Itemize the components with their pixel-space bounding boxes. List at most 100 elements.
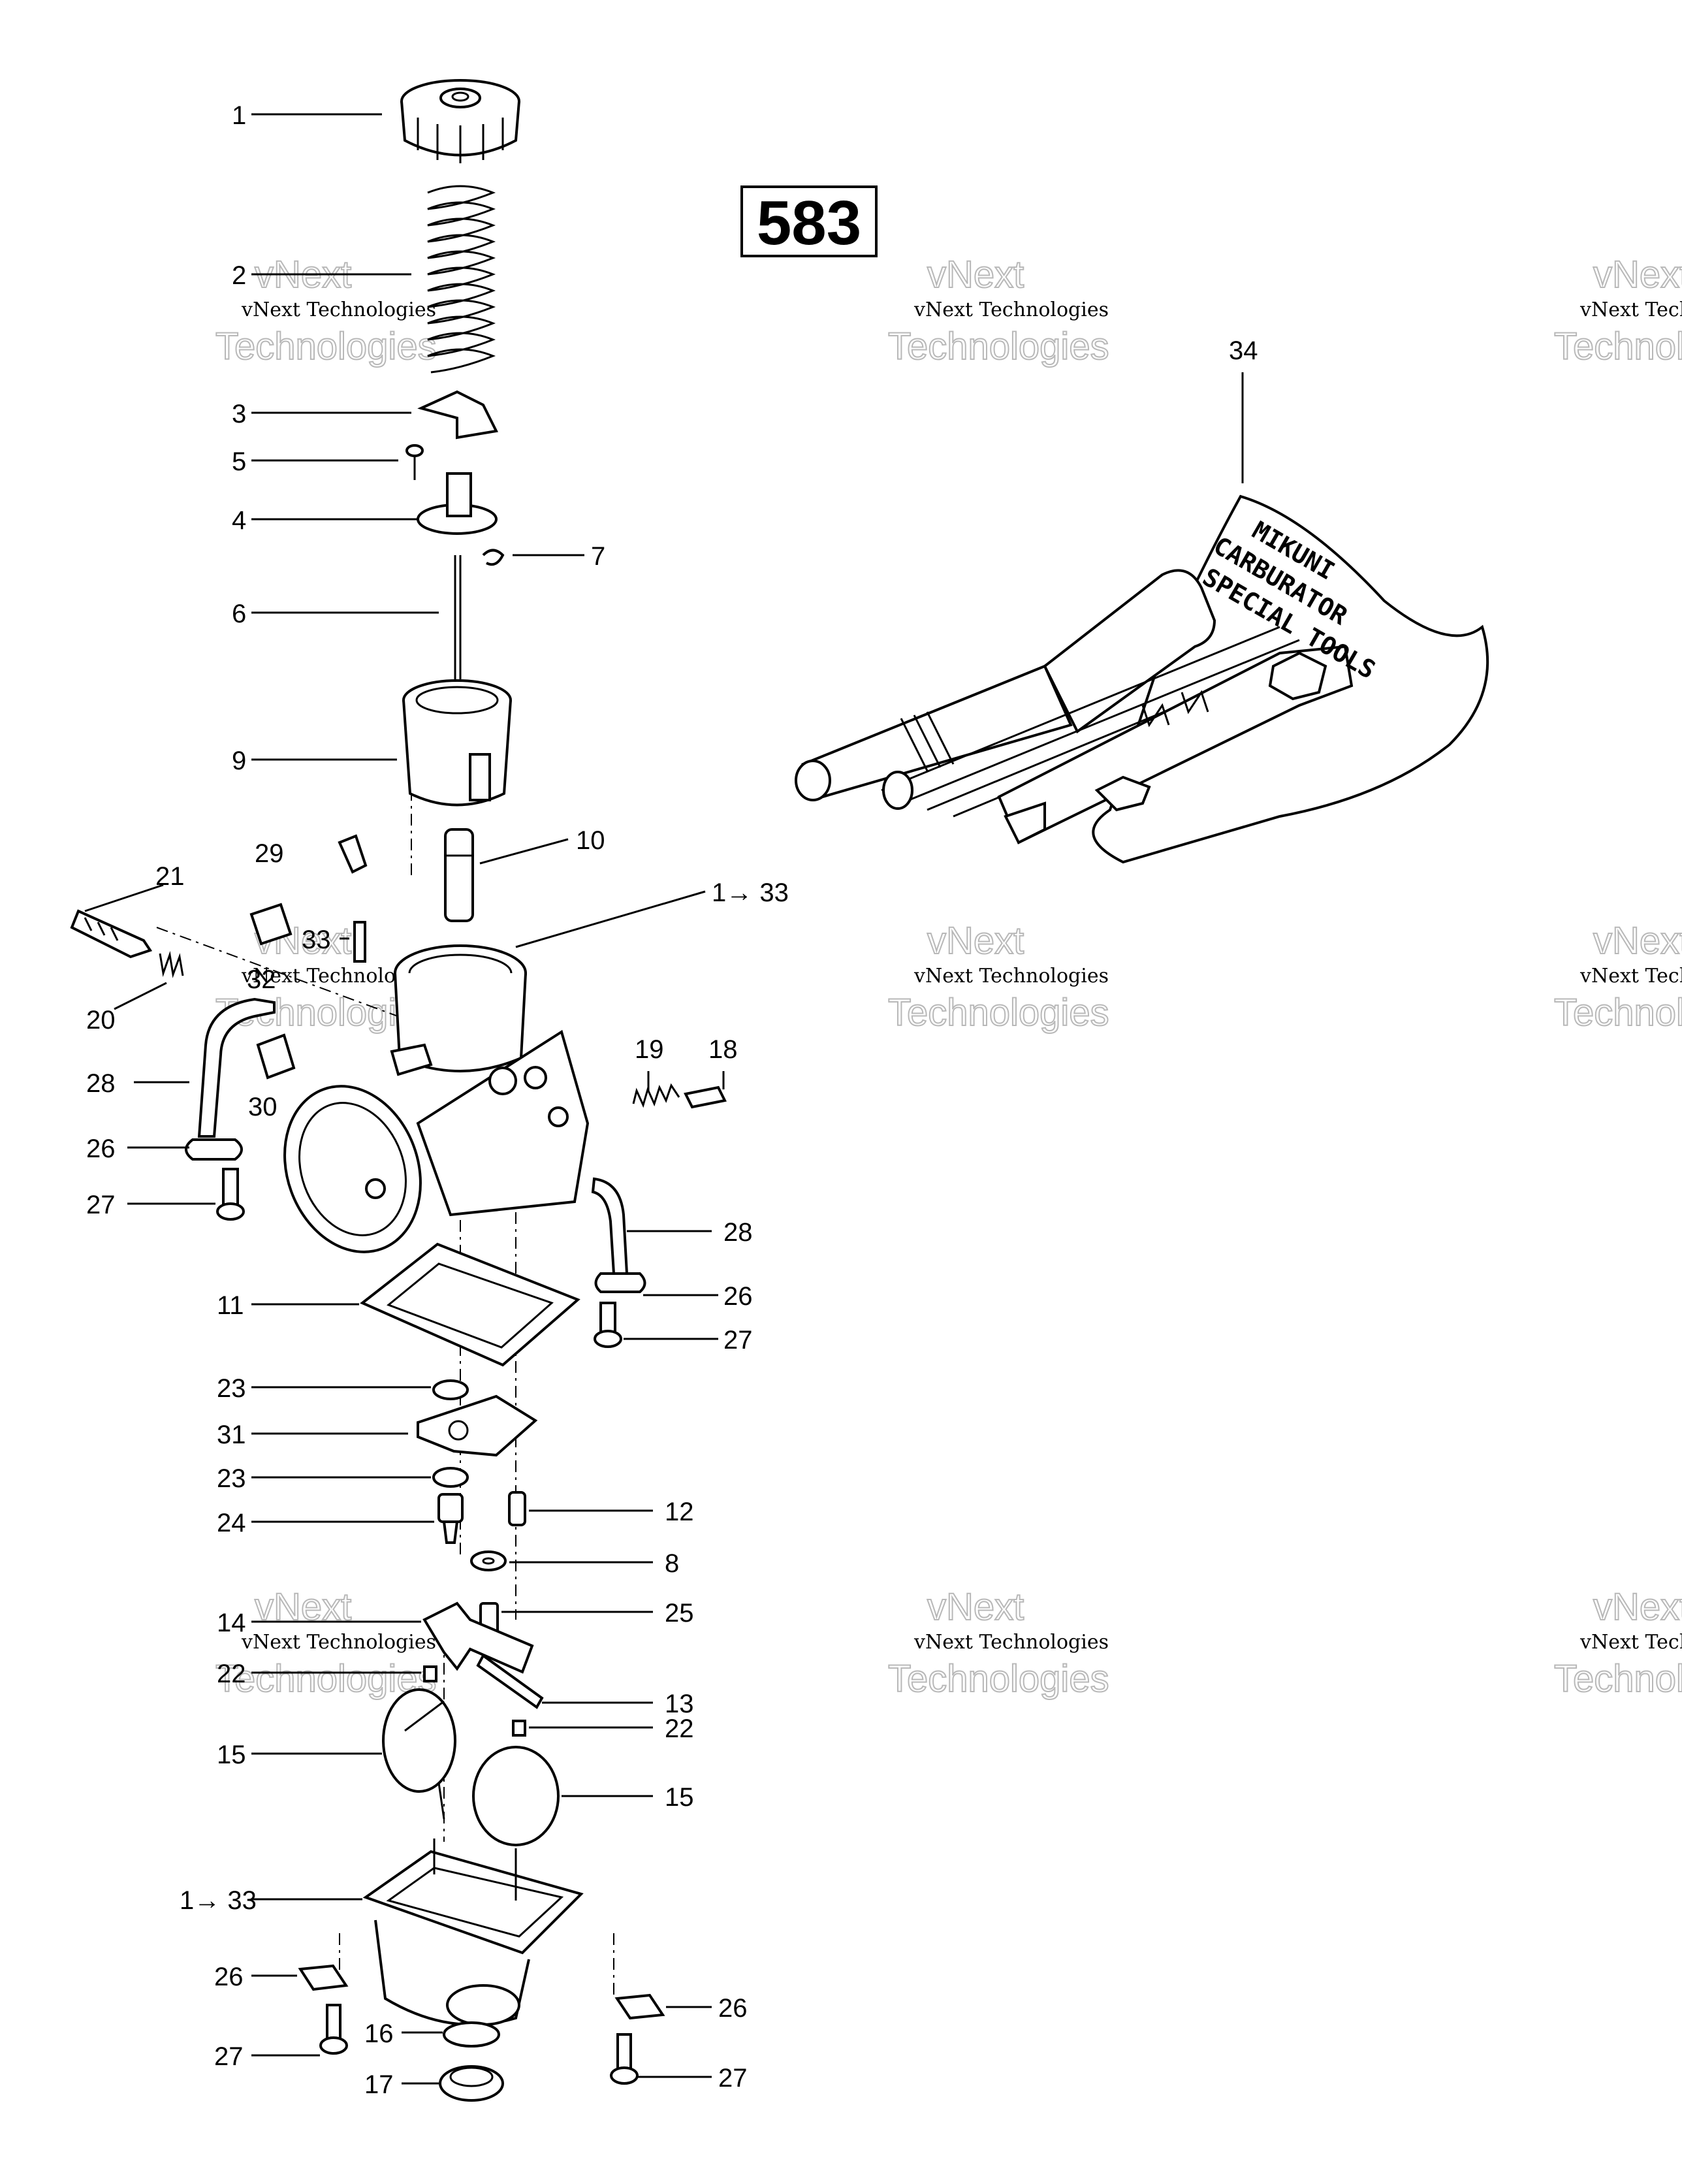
callout-8: 8 xyxy=(665,1549,679,1578)
watermark-line2: vNext Technologies xyxy=(913,298,1109,321)
mounting-screw xyxy=(319,2004,348,2055)
callout-17: 17 xyxy=(364,2070,394,2099)
tool-hex-key xyxy=(1094,775,1151,812)
callout-7: 7 xyxy=(591,542,605,571)
float-pin xyxy=(423,1665,437,1682)
needle-jet xyxy=(444,828,474,922)
callout-15-right: 15 xyxy=(665,1783,694,1812)
hose-clamp xyxy=(594,1272,646,1293)
callout-28-left: 28 xyxy=(86,1069,116,1098)
washer xyxy=(470,1550,507,1571)
callout-24: 24 xyxy=(217,1509,246,1537)
drain-plug xyxy=(439,2065,504,2102)
callout-21: 21 xyxy=(155,862,185,891)
callout-6: 6 xyxy=(232,600,246,628)
tool-screwdriver xyxy=(795,569,1216,801)
callout-31: 31 xyxy=(217,1421,246,1449)
callout-19: 19 xyxy=(635,1035,664,1064)
callout-23-b: 23 xyxy=(217,1464,246,1493)
mounting-screw xyxy=(594,1302,622,1348)
callout-32: 32 xyxy=(247,965,276,994)
callout-3: 3 xyxy=(232,400,246,428)
o-ring xyxy=(432,1379,469,1400)
needle-retainer xyxy=(417,472,498,535)
callout-9: 9 xyxy=(232,747,246,775)
needle-valve-seat xyxy=(437,1493,464,1544)
watermark-group: vNext vNext Technologies Technologies vN… xyxy=(215,253,1682,1701)
watermark-line2: vNext Technologies xyxy=(913,1631,1109,1654)
watermark-line3: Technologies xyxy=(215,325,437,368)
watermark-line1: vNext xyxy=(1593,1586,1682,1628)
watermark: vNext vNext Technologies Technologies xyxy=(887,919,1110,1035)
watermark-line3: Technologies xyxy=(1554,1658,1682,1700)
float-pin xyxy=(512,1720,526,1737)
callout-labels: 1 2 3 5 4 7 6 9 29 10 21 1→ 33 33 32 20 … xyxy=(86,101,1258,2099)
callout-11: 11 xyxy=(217,1291,244,1320)
callout-16: 16 xyxy=(364,2019,394,2048)
callout-28-right: 28 xyxy=(723,1218,753,1247)
callout-1-33-bottom: 1→ 33 xyxy=(180,1886,257,1915)
callout-26-bottom-left: 26 xyxy=(214,1963,244,1991)
callout-33: 33 xyxy=(302,925,331,954)
watermark-line3: Technologies xyxy=(215,1658,437,1700)
callout-12: 12 xyxy=(665,1498,694,1526)
callout-27-left: 27 xyxy=(86,1191,116,1219)
callout-27-bottom-right: 27 xyxy=(718,2064,748,2093)
callout-27-bottom-left: 27 xyxy=(214,2042,244,2071)
float-bowl xyxy=(362,1839,584,2026)
watermark-line3: Technologies xyxy=(1554,325,1682,368)
carburetor-body xyxy=(283,944,590,1253)
diagram-number: 583 xyxy=(757,188,861,258)
watermark-line3: Technologies xyxy=(1554,991,1682,1034)
mounting-screw xyxy=(216,1168,245,1221)
watermark: vNext vNext Technologies Technologies xyxy=(887,1585,1110,1701)
pilot-air-screw xyxy=(338,834,368,874)
watermark-line1: vNext xyxy=(1593,920,1682,962)
callout-20: 20 xyxy=(86,1006,116,1035)
throttle-spring xyxy=(427,185,496,374)
callout-10: 10 xyxy=(576,826,605,855)
watermark: vNext vNext Technologies Technologies xyxy=(887,253,1110,368)
float xyxy=(472,1746,560,1846)
idle-adjust-screw xyxy=(70,909,153,959)
hose-clamp xyxy=(185,1138,243,1161)
callout-1: 1 xyxy=(232,101,246,130)
pilot-jet xyxy=(508,1491,526,1526)
diagram-number-badge: 583 xyxy=(740,185,878,258)
float-arm-bracket xyxy=(417,1394,538,1457)
callout-25: 25 xyxy=(665,1599,694,1628)
watermark-line3: Technologies xyxy=(888,1658,1109,1700)
watermark-line2: vNext Technologies xyxy=(1579,298,1682,321)
callout-30: 30 xyxy=(248,1093,278,1121)
callout-15-left: 15 xyxy=(217,1741,246,1769)
special-tools-kit: MIKUNI CARBURATOR SPECIAL TOOLS xyxy=(795,494,1489,864)
callout-26-left: 26 xyxy=(86,1134,116,1163)
screw-33 xyxy=(353,921,366,963)
callout-29: 29 xyxy=(255,839,284,868)
watermark-line1: vNext xyxy=(1593,253,1682,296)
callout-18: 18 xyxy=(708,1035,738,1064)
callout-14: 14 xyxy=(217,1609,246,1637)
callout-22-left: 22 xyxy=(217,1660,246,1688)
needle-clip-plate xyxy=(417,390,498,440)
plug-o-ring xyxy=(443,2021,500,2048)
watermark-line1: vNext xyxy=(927,1586,1024,1628)
float-arm-pin xyxy=(476,1654,544,1709)
parts xyxy=(70,79,727,2102)
rubber-cap xyxy=(249,903,293,946)
watermark-line2: vNext Technologies xyxy=(241,298,436,321)
watermark-line2: vNext Technologies xyxy=(1579,1631,1682,1654)
o-ring xyxy=(432,1467,469,1488)
watermark-line2: vNext Technologies xyxy=(241,1631,436,1654)
e-clip xyxy=(482,549,505,566)
callout-1-33-top: 1→ 33 xyxy=(712,878,789,907)
mixing-chamber-cap xyxy=(400,79,520,163)
float-bowl-gasket xyxy=(360,1242,580,1367)
tool-shafts xyxy=(881,626,1313,818)
callout-2: 2 xyxy=(232,261,246,290)
watermark: vNext vNext Technologies Technologies xyxy=(215,1585,437,1701)
throttle-valve xyxy=(402,679,512,807)
watermark-line3: Technologies xyxy=(888,325,1109,368)
callout-22-right: 22 xyxy=(665,1714,694,1743)
